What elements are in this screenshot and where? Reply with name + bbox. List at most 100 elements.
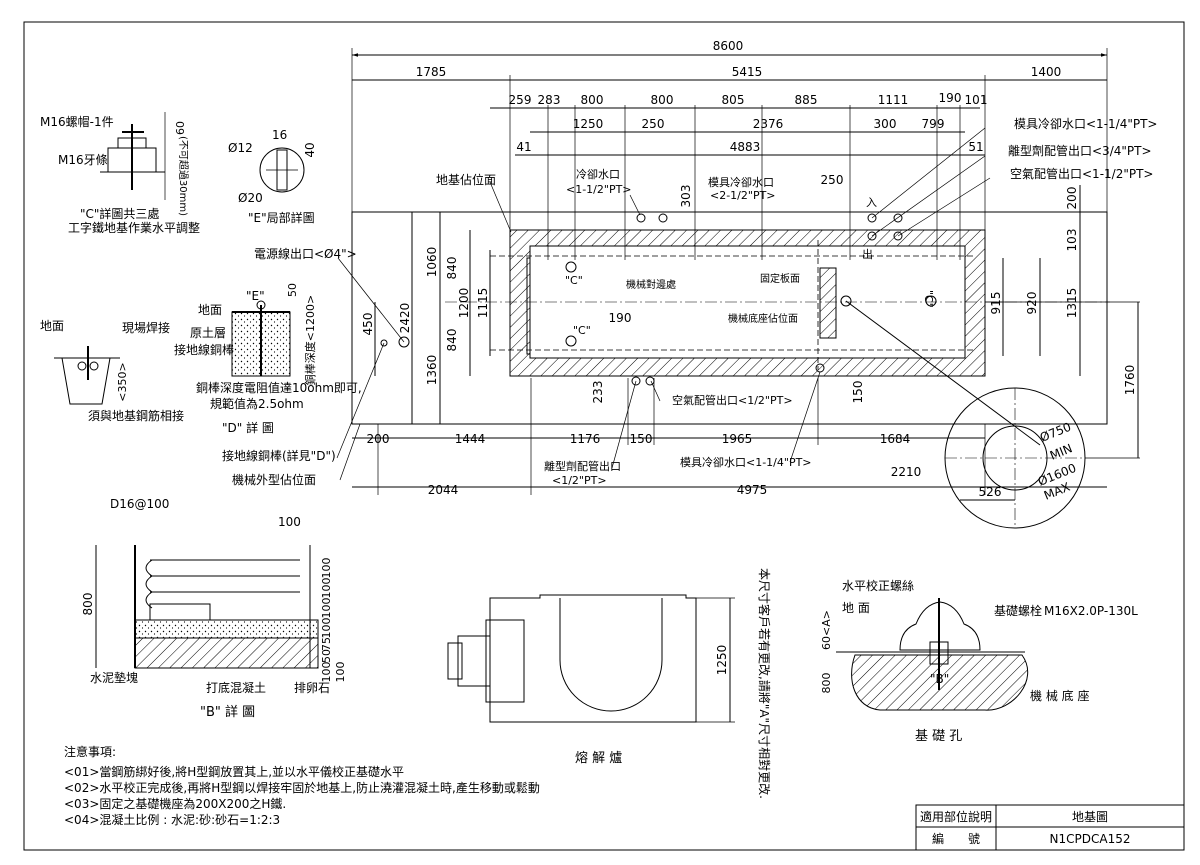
dim-200: 200 <box>367 432 390 446</box>
dim-800a: 800 <box>581 93 604 107</box>
detail-c: M16螺帽-1件 M16牙條 60 (不可超過30mm) "C"詳圖共三處 工字… <box>40 112 200 235</box>
detail-b-concrete: 打底混凝土 <box>206 680 266 695</box>
note-2: <02>水平校正完成後,再將H型鋼以焊接牢固於地基上,防止澆灌混凝土時,產生移動… <box>64 780 540 795</box>
label-air-r: 空氣配管出口<1-1/2"PT> <box>1010 166 1153 181</box>
title-block: 適用部位說明 地基圖 編 號 N1CPDCA152 <box>915 804 1185 851</box>
detail-b-s4: 75 <box>320 637 333 651</box>
detail-e-d12: Ø12 <box>228 141 253 155</box>
plan-labels: 地基佔位面 冷卻水口 <1-1/2"PT> 模具冷卻水口 <2-1/2"PT> … <box>222 117 1157 503</box>
dim-1760: 1760 <box>1123 365 1137 396</box>
detail-weld-d350: <350> <box>116 362 129 401</box>
machine-outline <box>351 211 1108 425</box>
notes-title: 注意事項: <box>64 744 116 759</box>
dim-259: 259 <box>509 93 532 107</box>
label-release-b: 離型劑配管出口 <box>544 459 621 473</box>
dim-885: 885 <box>795 93 818 107</box>
label-cooling-in-size: <1-1/2"PT> <box>566 183 632 196</box>
title-block-r1-value: 地基圖 <box>1072 810 1108 824</box>
dim-51: 51 <box>968 140 983 154</box>
label-mold-cool-b: 模具冷卻水口<1-1/4"PT> <box>680 456 812 469</box>
detail-b-d100: 100 <box>278 515 301 529</box>
anchor-title: 基 礎 孔 <box>915 729 962 744</box>
dim-4883: 4883 <box>730 140 761 154</box>
anchor-foundation-bolt: 基礎螺栓 <box>994 603 1042 618</box>
dim-250: 250 <box>642 117 665 131</box>
dim-840b: 840 <box>445 329 459 352</box>
dim-190: 190 <box>939 91 962 105</box>
label-mech-pass: 機械對邊處 <box>626 278 676 291</box>
dim-920: 920 <box>1025 292 1039 315</box>
dim-450: 450 <box>361 313 375 336</box>
dim-1115: 1115 <box>476 288 490 319</box>
dim-526: 526 <box>979 485 1002 499</box>
detail-c-nut: M16螺帽-1件 <box>40 114 114 129</box>
dim-300: 300 <box>874 117 897 131</box>
notes: 注意事項: <01>當鋼筋綁好後,將H型鋼放置其上,並以水平儀校正基礎水平 <0… <box>64 744 540 827</box>
detail-d-topsoil: 原土層 <box>190 326 226 340</box>
detail-weld-ground: 地面 <box>40 319 64 333</box>
detail-weld-rebar: 須與地基鋼筋相接 <box>88 408 184 423</box>
detail-d-depth: 銅棒深度<1200> <box>303 295 317 385</box>
dim-233: 233 <box>591 381 605 404</box>
detail-e-d16: 16 <box>272 128 287 142</box>
label-air-b: 空氣配管出口<1/2"PT> <box>672 393 793 407</box>
dim-1060: 1060 <box>425 247 439 278</box>
detail-b-s6: 100 <box>320 662 333 683</box>
main-plan <box>336 48 1140 529</box>
anchor-spec: M16X2.0P-130L <box>1044 604 1138 618</box>
label-mold-cool: 模具冷卻水口 <box>708 176 774 189</box>
detail-weld: 地面 現場焊接 <350> 須與地基鋼筋相接 <box>40 319 184 423</box>
label-min: MIN <box>1048 441 1074 463</box>
detail-b-rebar: D16@100 <box>110 497 169 511</box>
furnace-d1250: 1250 <box>715 645 729 676</box>
dim-799: 799 <box>922 117 945 131</box>
detail-b-title: "B" 詳 圖 <box>200 704 255 720</box>
label-c-mark-b: "C" <box>573 324 591 337</box>
label-mech-base-pos: 機械底座佔位面 <box>728 312 798 325</box>
dim-101: 101 <box>965 93 988 107</box>
dim-1111: 1111 <box>878 93 909 107</box>
note-1: <01>當鋼筋綁好後,將H型鋼放置其上,並以水平儀校正基礎水平 <box>64 764 404 779</box>
detail-d-rod: 接地線銅棒 <box>174 342 234 357</box>
anchor-d60: 60<A> <box>820 610 833 650</box>
label-mold-cool-r: 模具冷卻水口<1-1/4"PT> <box>1014 117 1157 131</box>
detail-c-subtitle: 工字鐵地基作業水平調整 <box>68 220 200 235</box>
dim-41: 41 <box>516 140 531 154</box>
dim-1176: 1176 <box>570 432 601 446</box>
dim-4975: 4975 <box>737 483 768 497</box>
anchor-mech-base: 機 械 底 座 <box>1030 688 1089 703</box>
detail-d-note2: 規範值為2.5ohm <box>210 396 304 411</box>
detail-e-d20: Ø20 <box>238 191 263 205</box>
dim-190-b: 190 <box>609 311 632 325</box>
dim-283: 283 <box>538 93 561 107</box>
detail-b-s5: 50 <box>320 649 333 663</box>
title-block-r2-label: 編 號 <box>932 831 980 846</box>
detail-d-note1: 銅棒深度電阻值達10ohm即可, <box>196 380 362 395</box>
title-block-r1-label: 適用部位說明 <box>920 809 992 824</box>
detail-d-title: "D" 詳 圖 <box>222 420 274 435</box>
dim-103: 103 <box>1065 229 1079 252</box>
anchor-level-bolt: 水平校正螺絲 <box>842 578 914 593</box>
dim-915: 915 <box>989 292 1003 315</box>
label-cooling-in: 冷卻水口 <box>576 168 620 181</box>
dim-1200: 1200 <box>457 288 471 319</box>
dim-1684: 1684 <box>880 432 911 446</box>
detail-b-cement: 水泥墊塊 <box>90 670 138 685</box>
detail-d: 地面 原土層 接地線銅棒 "E" 50 銅棒深度<1200> 銅棒深度電阻值達1… <box>174 283 362 435</box>
dim-1400: 1400 <box>1031 65 1062 79</box>
dim-8600: 8600 <box>713 39 744 53</box>
dim-150-c: 150 <box>851 381 865 404</box>
furnace-title: 熔 解 爐 <box>575 751 622 766</box>
detail-b-s0: 100 <box>320 558 333 579</box>
title-block-r2-value: N1CPDCA152 <box>1050 832 1131 846</box>
label-power-out: 電源線出口<Ø4"> <box>254 246 357 261</box>
dim-1250: 1250 <box>573 117 604 131</box>
detail-b: D16@100 100 800 100 100 100 100 75 50 10… <box>81 497 347 720</box>
dim-5415: 5415 <box>732 65 763 79</box>
detail-e: Ø12 16 40 Ø20 "E"局部詳圖 <box>228 128 317 225</box>
label-c-mark-a: "C" <box>565 274 583 287</box>
note-4: <04>混凝土比例 : 水泥:砂:砂石=1:2:3 <box>64 812 280 827</box>
dim-1444: 1444 <box>455 432 486 446</box>
detail-c-vert: (不可超過30mm) <box>177 136 190 216</box>
detail-b-gravel: 排卵石 <box>294 681 330 695</box>
